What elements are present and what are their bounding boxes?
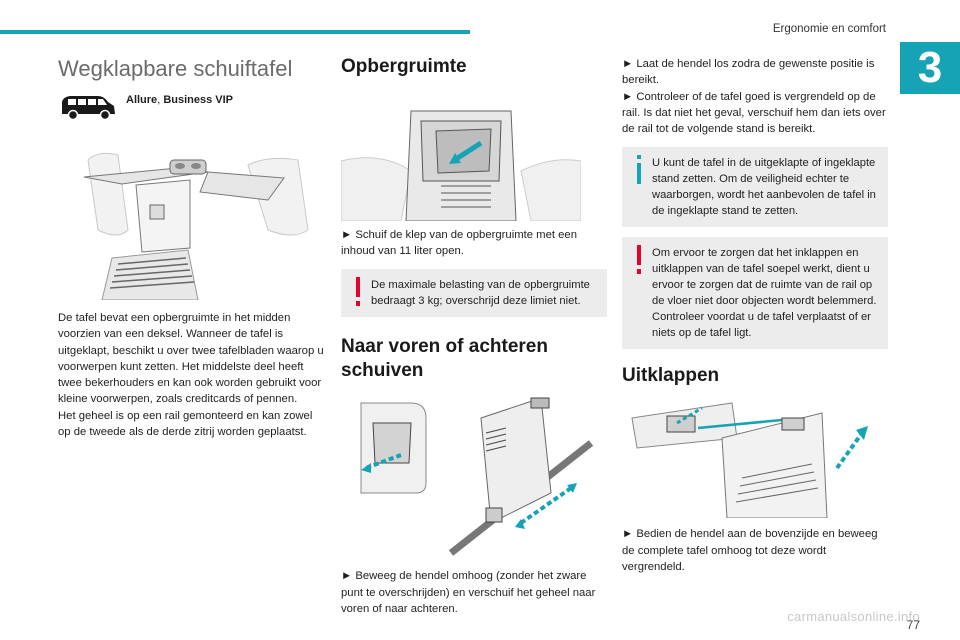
slide-illustration [360,397,594,557]
trim-allure: Allure [126,94,158,106]
check-step: ► Controleer of de tafel goed is vergren… [622,90,886,136]
section-title: Ergonomie en comfort [772,23,886,35]
unfold-illustration [631,402,868,519]
page-title: Wegklapbare schuiftafel [58,56,293,81]
warning-icon [356,277,360,307]
trim-availability: Allure, Business VIP [58,92,324,122]
intro-paragraph: De tafel bevat een opbergruimte in het m… [58,312,324,406]
watermark: carmanualsonline.info [787,609,920,624]
unfold-step: ► Bedien de hendel aan de bovenzijde en … [622,528,878,573]
rail-warning-text: Om ervoor te zorgen dat het inklappen en… [652,247,877,340]
column-3: ► Laat de hendel los zodra de gewenste p… [622,56,888,575]
page-number: 77 [906,618,920,632]
release-step: ► Laat de hendel los zodra de gewenste p… [622,58,875,87]
heading-storage: Opbergruimte [341,56,467,77]
heading-slide: Naar voren of achteren schuiven [341,336,548,382]
storage-illustration [341,110,581,221]
rail-paragraph: Het geheel is op een rail gemonteerd en … [58,409,313,439]
column-1: Wegklapbare schuiftafel Allure, Business… [58,56,324,440]
info-note: U kunt de tafel in de uitgeklapte of ing… [622,147,888,228]
info-icon [637,155,641,185]
slide-step: ► Beweeg de hendel omhoog (zonder het zw… [341,570,596,615]
van-icon [62,96,115,121]
trim-separator: , [157,94,164,106]
info-note-text: U kunt de tafel in de uitgeklapte of ing… [652,157,876,218]
storage-warning: De maximale belasting van de opbergruimt… [341,269,607,318]
storage-step: ► Schuif de klep van de opbergruimte met… [341,228,577,258]
trim-business-vip: Business VIP [163,94,234,106]
trim-levels: Allure, Business VIP [126,92,233,106]
storage-warning-text: De maximale belasting van de opbergruimt… [371,279,590,308]
column-2: Opbergruimte ► Schuif de klep van de opb… [341,56,607,617]
warning-icon [637,245,641,275]
heading-unfold: Uitklappen [622,365,720,387]
table-overview-illustration [58,130,324,300]
rail-warning: Om ervoor te zorgen dat het inklappen en… [622,237,888,350]
chapter-tab: 3 [900,42,960,94]
header-accent-bar [0,30,470,34]
